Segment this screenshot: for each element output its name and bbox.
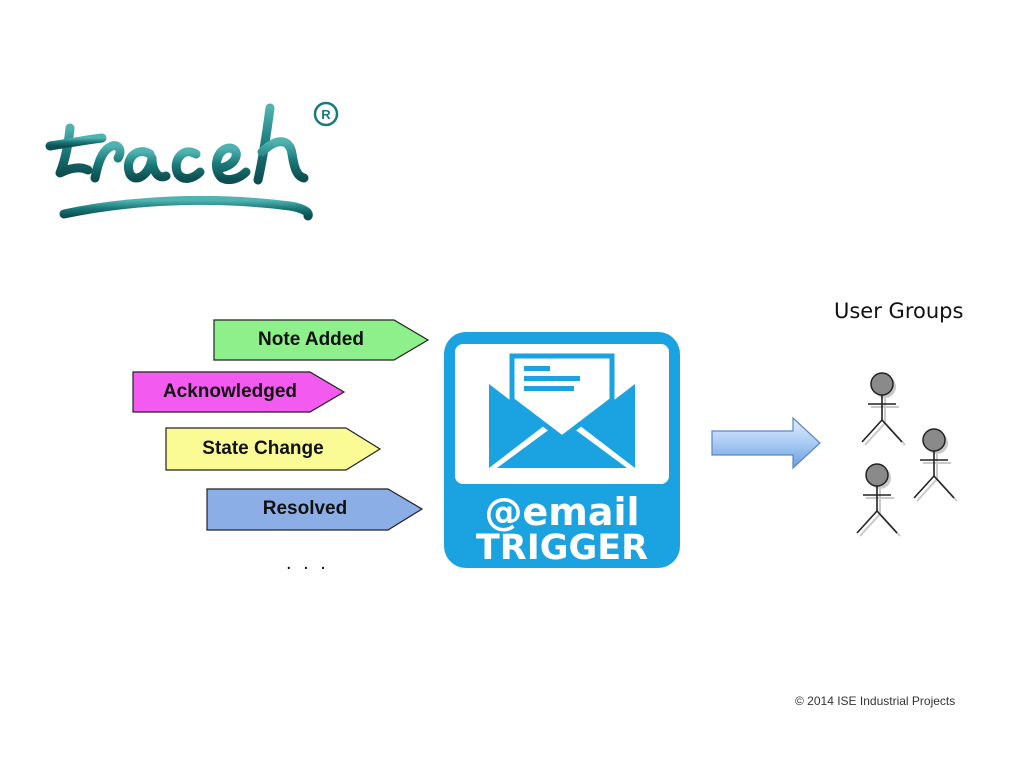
trigger-line-1: @email: [484, 490, 640, 534]
flow-arrow: [711, 416, 821, 470]
event-tag-acknowledged: [132, 371, 346, 413]
user-groups-label: User Groups: [834, 299, 964, 323]
event-tag-state-change: [165, 427, 382, 471]
more-events-ellipsis: . . .: [286, 552, 329, 574]
user-figure: [913, 428, 958, 502]
trigger-line-2: TRIGGER: [475, 528, 649, 568]
tracerit-logo: R: [45, 101, 339, 221]
event-tag-resolved: [206, 488, 424, 531]
event-tag-label: Note Added: [258, 329, 364, 350]
email-trigger-icon: [444, 332, 680, 568]
event-tag-label: Resolved: [262, 498, 348, 519]
user-figure: [861, 372, 906, 446]
user-figure: [856, 463, 901, 537]
event-tag-label: Acknowledged: [162, 381, 298, 402]
svg-text:R: R: [321, 107, 331, 122]
event-tag-label: State Change: [202, 438, 324, 459]
event-tag-note-added: [213, 319, 430, 361]
user-group-figures: [856, 372, 958, 537]
copyright-notice: © 2014 ISE Industrial Projects: [795, 694, 956, 708]
